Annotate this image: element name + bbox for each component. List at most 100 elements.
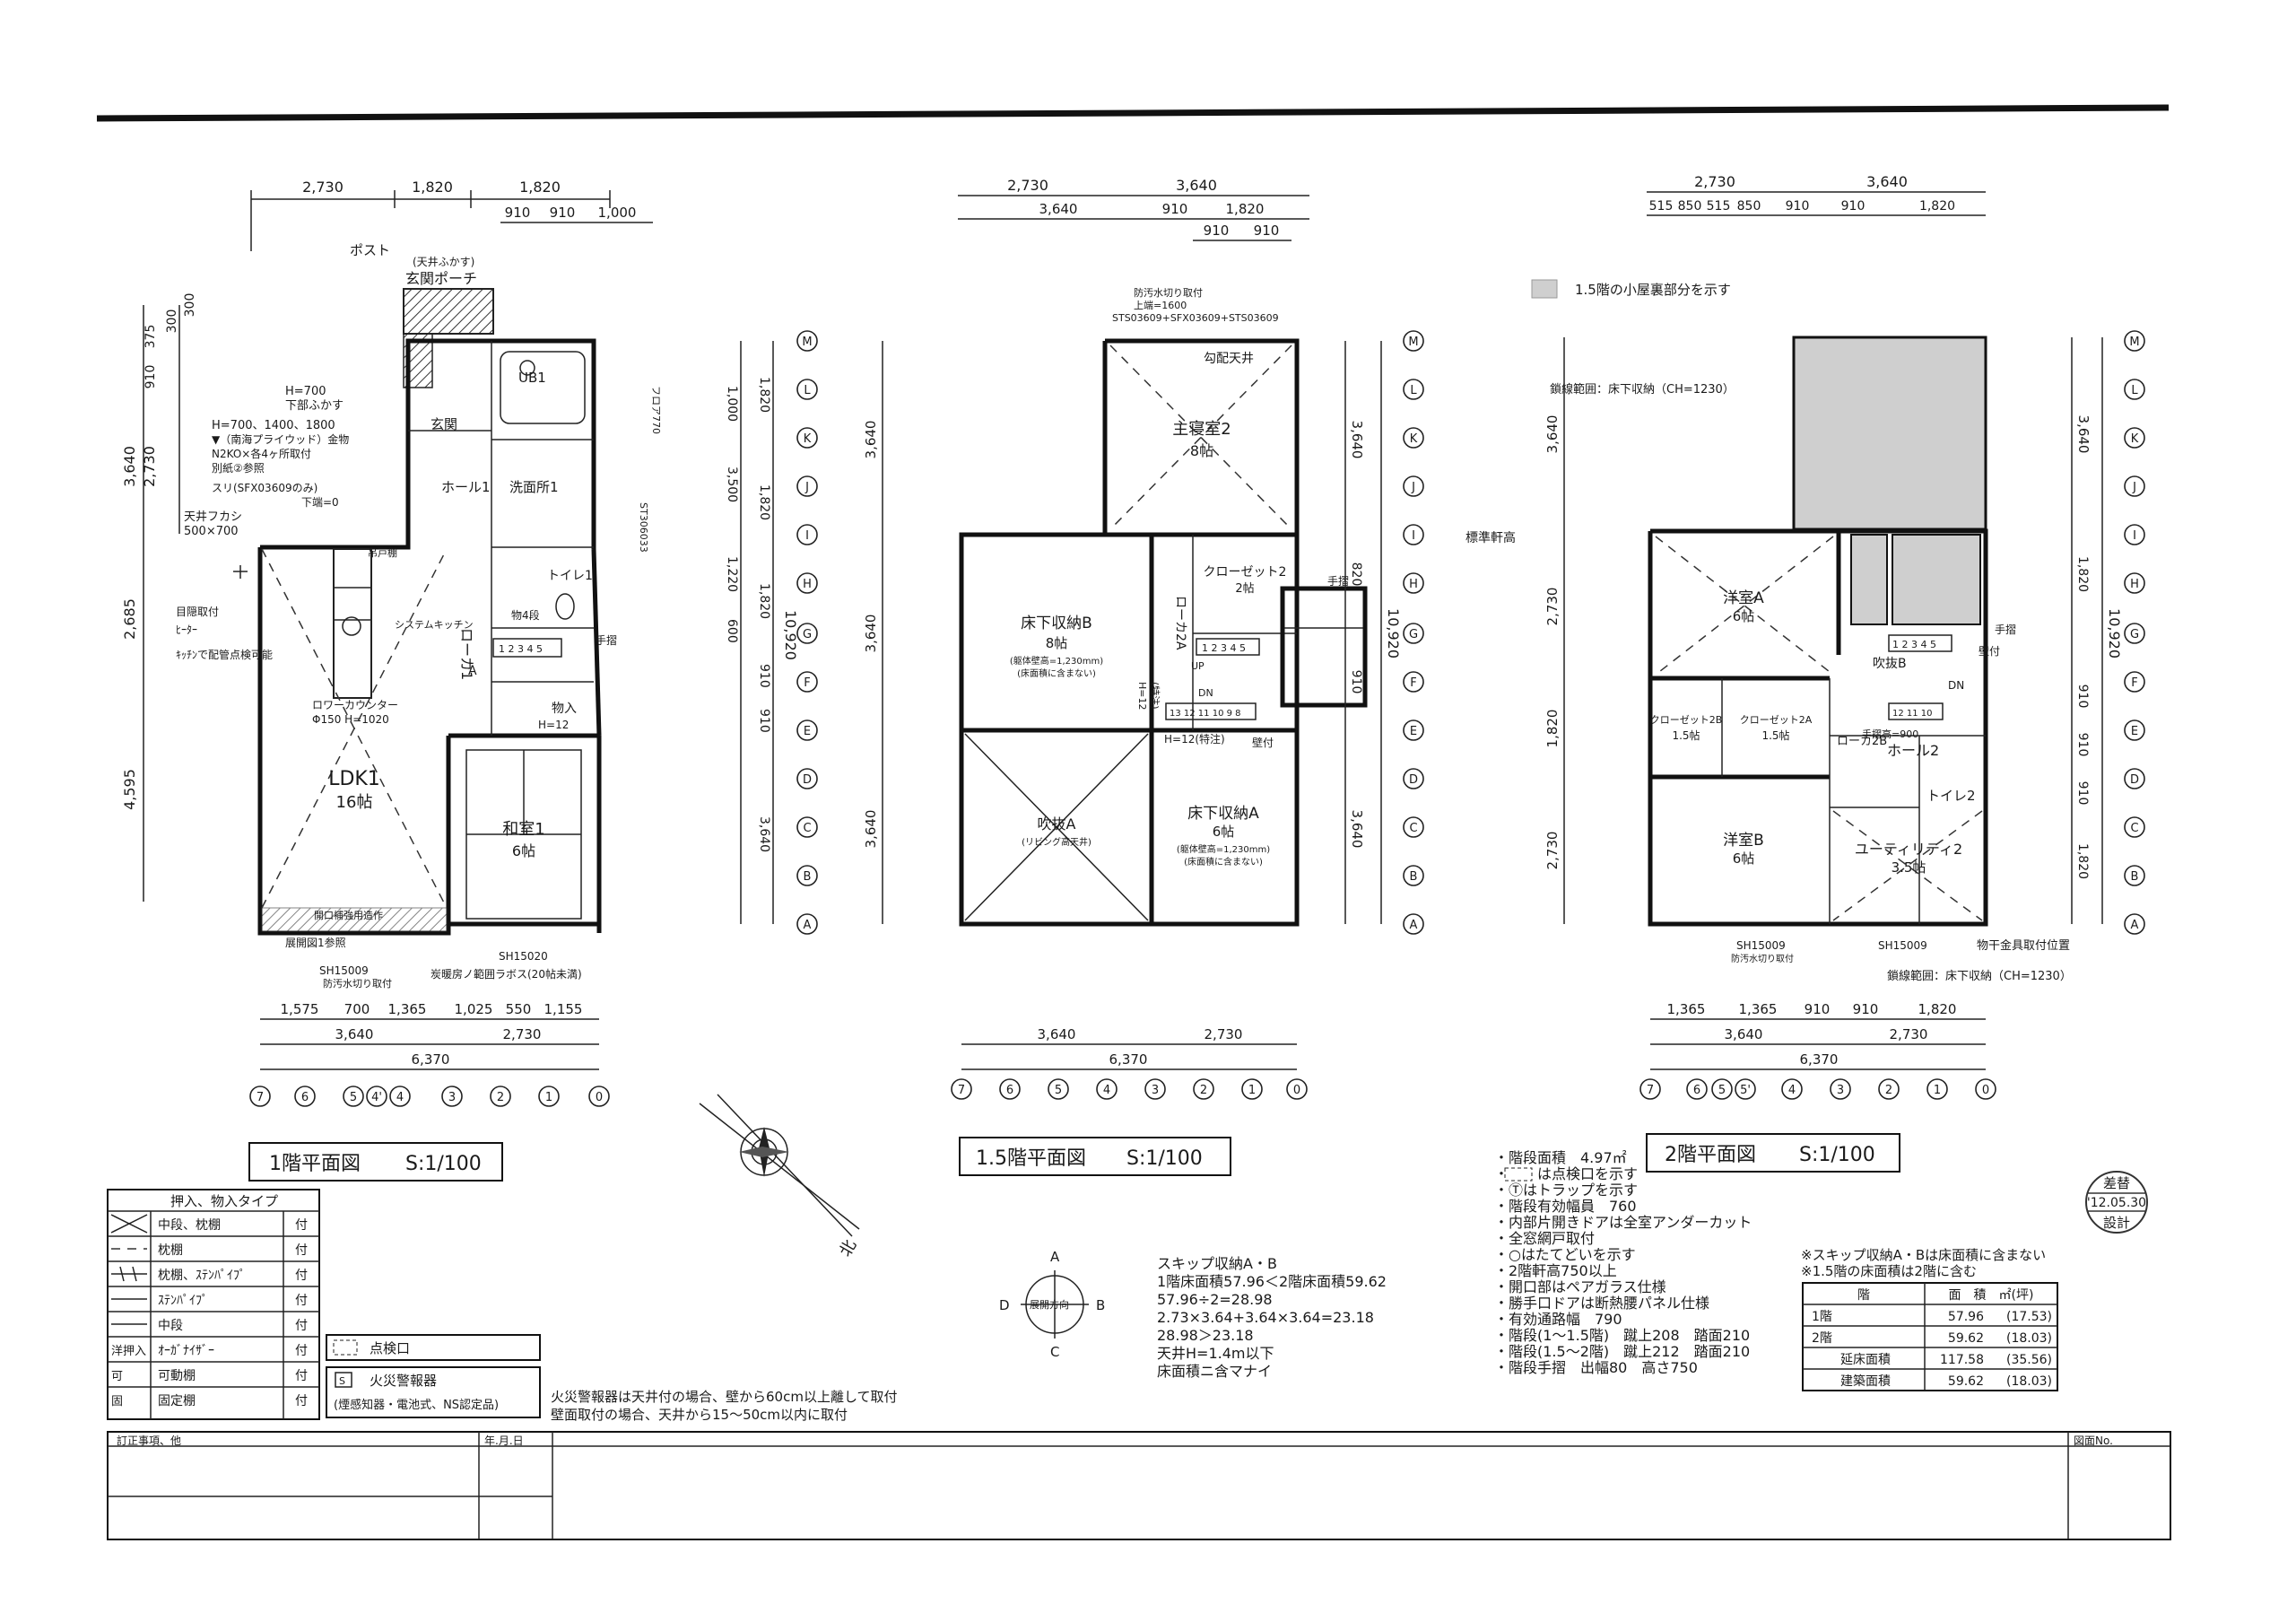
- f2-dim-left-2: 2,730: [1544, 588, 1561, 626]
- f15-grid-letter-7-circle: [1403, 671, 1424, 693]
- f1-note-saiyou: 炭暖房ノ範囲ラボス(20帖未満): [430, 967, 582, 981]
- f1-post-label: ポスト: [350, 242, 390, 258]
- f1-grid-letter-5: H: [803, 578, 812, 591]
- f1-scale: S:1/100: [405, 1153, 482, 1175]
- f15-dim-left-2: 3,640: [863, 615, 879, 653]
- f1-dim-left-300a: 300: [165, 310, 179, 334]
- f1-stair-nums: 1 2 3 4 5: [499, 643, 543, 655]
- f2-grid-letter-4: I: [2133, 529, 2136, 543]
- f15-dn: DN: [1198, 687, 1213, 699]
- f1-grid-num-3-circle: [366, 1086, 387, 1107]
- f1-note-sho: ST306033: [638, 502, 649, 553]
- area-note2: ※1.5階の床面積は2階に含む: [1801, 1263, 1977, 1279]
- f1-grid-num-1-circle: [294, 1086, 316, 1107]
- f15-grid-num-2-circle: [1048, 1078, 1069, 1100]
- spec-line-2: ・Ⓣはトラップを示す: [1494, 1182, 1638, 1199]
- f2-grid-letter-7: F: [2131, 676, 2137, 690]
- f1-dim-bot1-4: 1,025: [455, 1001, 493, 1017]
- f15-grid-num-3-circle: [1096, 1078, 1118, 1100]
- f2-grid-letter-12-circle: [2124, 913, 2145, 935]
- f1-grid-letter-1-circle: [796, 379, 818, 400]
- f2-room-hall2: ホール2: [1887, 742, 1939, 759]
- area-row3-tsubo: (18.03): [2006, 1374, 2052, 1389]
- floor15-plan: 2,730 3,640 3,640 910 1,820 910 910 防汚水切…: [863, 177, 1402, 1176]
- skip-notes: スキップ収納A・B 1階床面積57.96＜2階床面積59.62 57.96÷2=…: [1157, 1255, 1387, 1380]
- spec-line-13: ・階段手摺 出幅80 高さ750: [1494, 1359, 1698, 1376]
- legend-keihou-note1: 火災警報器は天井付の場合、壁から60cm以上離して取付: [551, 1389, 898, 1405]
- legend-row-code-6: 可: [111, 1370, 123, 1383]
- f2-grid-num-5: 3: [1837, 1084, 1844, 1097]
- f1-dim-bot1-6: 1,155: [544, 1001, 583, 1017]
- f1-dim-left-4595: 4,595: [121, 769, 138, 810]
- f15-grid-letter-2-circle: [1403, 427, 1424, 449]
- f15-note-mizukiri: 防汚水切り取付: [1134, 286, 1203, 299]
- f2-dim-left-1: 3,640: [1544, 415, 1561, 454]
- f1-room-roka-a: A: [468, 664, 477, 678]
- f1-note-fuku: 開口補強用造作: [314, 909, 383, 921]
- f1-note-bow-size: Φ150 H=1020: [312, 713, 389, 726]
- legend-keihou-note2: 壁面取付の場合、天井から15～50cm以内に取付: [551, 1407, 848, 1423]
- spec-line-9: ・勝手口ドアは断熱腰パネル仕様: [1494, 1295, 1709, 1312]
- f15-stair-down-nums: 13 12 11 10 9 8: [1170, 709, 1241, 719]
- f1-dim-top-2: 1,820: [412, 179, 453, 196]
- f2-grid-num-8: 0: [1982, 1084, 1989, 1097]
- spec-line-8: ・開口部はペアガラス仕様: [1494, 1278, 1666, 1295]
- skip-line-5: 天井H=1.4m以下: [1157, 1345, 1274, 1362]
- f2-grid-letter-8-circle: [2124, 719, 2145, 741]
- f2-room-youb-size: 6帖: [1733, 850, 1755, 867]
- f15-grid-num-1: 6: [1006, 1084, 1013, 1097]
- f2-grid-num-7-circle: [1926, 1078, 1948, 1100]
- f2-grid-num-1: 6: [1693, 1084, 1700, 1097]
- f1-note-sh1: SH15009: [319, 964, 369, 977]
- f1-grid-letter-12: A: [804, 919, 812, 932]
- f1-note-fukasu: 下部ふかす: [285, 399, 344, 413]
- area-row3-m2: 59.62: [1948, 1374, 1984, 1389]
- f1-dim-bot1-2: 700: [344, 1001, 370, 1017]
- f15-dim-top-1: 2,730: [1007, 177, 1048, 194]
- f15-room-shin2: 主寝室2: [1172, 420, 1231, 439]
- f2-dim-top2-5: 910: [1786, 199, 1810, 214]
- sheet-top-border: [96, 104, 2170, 122]
- f15-up: UP: [1191, 660, 1205, 672]
- spec-line-4: ・内部片開きドアは全室アンダーカット: [1494, 1214, 1752, 1231]
- f1-room-washitsu-size: 6帖: [512, 842, 535, 859]
- f1-grid-num-6-circle: [490, 1086, 511, 1107]
- f2-grid-letter-6-circle: [2124, 623, 2145, 644]
- f15-room-fukinuke-a: 吹抜A: [1038, 815, 1076, 833]
- f1-dim-top-1: 2,730: [302, 179, 344, 196]
- compass-d: D: [999, 1297, 1010, 1313]
- f1-note-mekakushi: 目隠取付: [176, 606, 219, 618]
- floor2-plan: 2,730 3,640 515 850 515 850 910 910 1,82…: [1465, 173, 2123, 1173]
- f2-grid-num-0: 7: [1647, 1084, 1654, 1097]
- f1-grid-letter-9: D: [803, 773, 812, 787]
- f2-grid-letter-1-circle: [2124, 379, 2145, 400]
- f2-grid-letter-10-circle: [2124, 816, 2145, 838]
- f2-dim-right-1: 3,640: [2075, 415, 2092, 454]
- tb-zumen: 図面No.: [2074, 1435, 2113, 1447]
- f1-dim-right-910a: 910: [757, 664, 771, 688]
- f1-dim-top2-1: 910: [505, 205, 531, 221]
- f1-note-kitchen-wx: システムキッチン: [395, 619, 474, 631]
- area-table: [1802, 1282, 2058, 1391]
- f2-mizukiri: 防汚水切り取付: [1731, 953, 1794, 964]
- f1-grid-letter-1: L: [804, 384, 811, 397]
- f15-grid-letter-11-circle: [1403, 865, 1424, 886]
- f1-note-ply: ▼（南海プライウッド）金物: [212, 432, 349, 446]
- f1-grid-num-2: 5: [350, 1091, 357, 1104]
- f2-dim-top2-2: 850: [1678, 199, 1702, 214]
- f2-grid-letter-0: M: [2129, 336, 2139, 349]
- f15-title: 1.5階平面図: [976, 1147, 1086, 1170]
- f15-room-ykb-n1: (躯体壁高=1,230mm): [1010, 655, 1103, 667]
- area-head-men: 面 積 ㎡(坪): [1949, 1288, 2034, 1303]
- f1-grid-num-2-circle: [343, 1086, 364, 1107]
- f2-grid-letter-7-circle: [2124, 671, 2145, 693]
- f1-note-h700: H=700: [285, 385, 326, 398]
- area-row1-m2: 59.62: [1948, 1331, 1984, 1346]
- area-section: ※スキップ収納A・Bは床面積に含まない ※1.5階の床面積は2階に含む 階 面 …: [1801, 1247, 2058, 1391]
- elevation-direction: A B C D 展開方向: [999, 1249, 1105, 1360]
- f1-dim-right-1220: 1,220: [725, 556, 739, 592]
- f2-grid-num-3-circle: [1735, 1078, 1756, 1100]
- f2-scale: S:1/100: [1799, 1144, 1875, 1166]
- f15-h12c: H=12(特注): [1164, 732, 1225, 746]
- spec-line-11: ・階段(1～1.5階) 蹴上208 踏面210: [1494, 1327, 1750, 1344]
